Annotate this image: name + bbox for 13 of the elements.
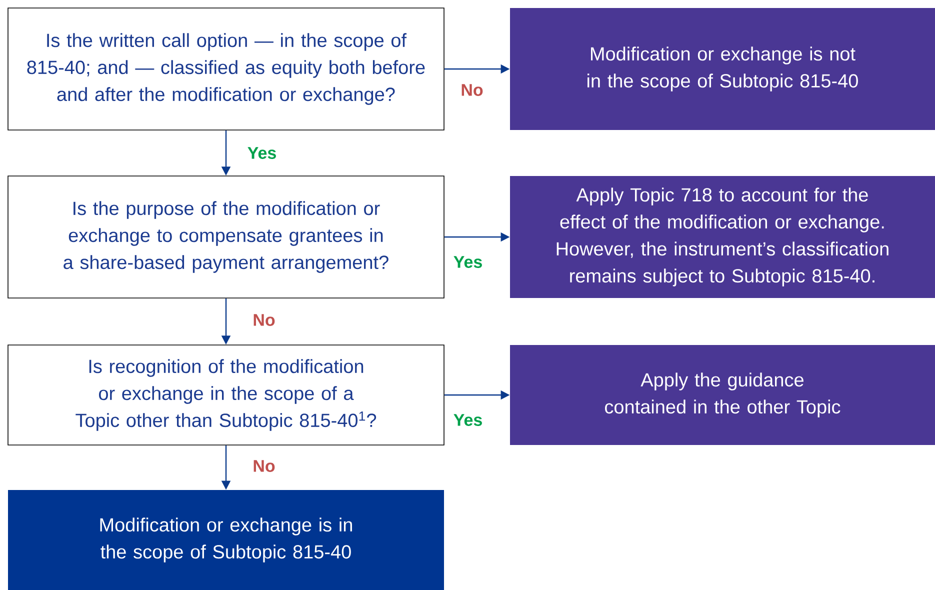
result-box: Modification or exchange is not in the scope of Subtopic 815-40 (510, 8, 935, 130)
result-box: Apply Topic 718 to account for the effect of the modification or exchange. However, the instrument’s classification remains subject to Subtopic 815-40. (510, 176, 935, 298)
decision-box: Is recognition of the modification or exchange in the scope of a Topic other than Subtopic 815-40$^{1}$? (8, 344, 444, 446)
edge-label: Yes (452, 255, 484, 269)
edge-label: No (252, 313, 276, 327)
result-box: Modification or exchange is in the scope of Subtopic 815-40 (8, 490, 444, 590)
edge-label: No (460, 83, 484, 97)
edge-label: Yes (246, 146, 278, 160)
edge-label: Yes (452, 413, 484, 427)
decision-box: Is the written call option — in the scope of 815-40; and — classified as equity both before and after the modification or exchange? (8, 8, 444, 130)
decision-box: Is the purpose of the modification or exchange to compensate grantees in a share-based payment arrangement? (8, 176, 444, 298)
result-box: Apply the guidance contained in the other Topic (510, 345, 935, 445)
edge-label: No (252, 459, 276, 473)
